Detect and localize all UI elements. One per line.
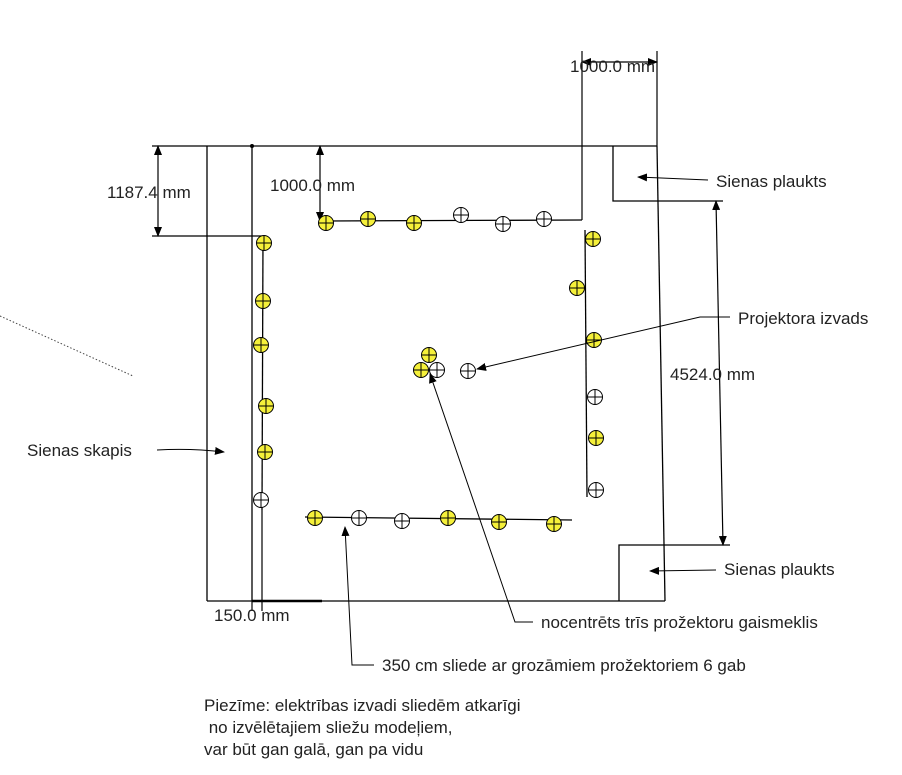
dim-top-right: 1000.0 mm <box>570 57 655 76</box>
leader-shelf-bottom <box>649 566 717 575</box>
fixture <box>586 332 602 348</box>
fixture <box>394 513 410 529</box>
fixture <box>440 510 456 526</box>
fixture <box>253 337 269 353</box>
fixture <box>588 482 604 498</box>
track-right <box>584 229 588 498</box>
leader-shelf-top <box>637 173 709 182</box>
track-bottom <box>304 516 573 521</box>
wall-shelf-bottom <box>618 544 665 601</box>
fixture <box>453 207 469 223</box>
fixture <box>360 211 376 227</box>
leader-track <box>341 526 374 666</box>
wall-shelf-top <box>612 146 659 202</box>
fixture <box>569 280 585 296</box>
track-fixtures-on <box>253 211 604 532</box>
dimension-lines <box>152 51 730 611</box>
fixture <box>253 492 269 508</box>
note: Piezīme: elektrības izvadi sliedēm atkar… <box>204 695 521 761</box>
dim-right-height: 4524.0 mm <box>670 365 755 384</box>
fixture <box>546 516 562 532</box>
note-line-3: var būt gan galā, gan pa vidu <box>204 740 424 759</box>
dim-bottom-left: 150.0 mm <box>214 606 290 625</box>
fixture-cluster <box>429 362 445 378</box>
fixture <box>495 216 511 232</box>
fixture-cluster <box>421 347 437 363</box>
dotted-guide-line <box>0 315 134 377</box>
label-wall-cabinet: Sienas skapis <box>27 441 132 460</box>
track-left <box>261 236 264 511</box>
fixture <box>587 389 603 405</box>
label-shelf-top: Sienas plaukts <box>716 172 827 191</box>
fixture <box>257 444 273 460</box>
leader-lines <box>156 173 730 666</box>
fixture <box>256 235 272 251</box>
label-track: 350 cm sliede ar grozāmiem prožektoriem … <box>382 656 746 675</box>
fixture-cluster <box>413 362 429 378</box>
leader-projector <box>476 316 730 371</box>
label-triple-fixture: nocentrēts trīs prožektoru gaismeklis <box>541 613 818 632</box>
fixture <box>588 430 604 446</box>
leader-cabinet <box>156 446 225 455</box>
note-line-1: Piezīme: elektrības izvadi sliedēm atkar… <box>204 696 521 715</box>
fixture <box>318 215 334 231</box>
track-fixtures-off <box>253 207 604 529</box>
dim-top-offset: 1000.0 mm <box>270 176 355 195</box>
fixture <box>255 293 271 309</box>
fixture <box>585 231 601 247</box>
fixture <box>307 510 323 526</box>
label-projector-outlet: Projektora izvads <box>738 309 868 328</box>
note-line-2: no izvēlētajiem sliežu modeļiem, <box>204 718 453 737</box>
dim-left-offset: 1187.4 mm <box>107 183 191 202</box>
leader-triple <box>429 373 533 623</box>
fixture <box>491 514 507 530</box>
label-shelf-bottom: Sienas plaukts <box>724 560 835 579</box>
fixture <box>258 398 274 414</box>
projector-outlet <box>460 363 476 379</box>
fixture <box>351 510 367 526</box>
fixture <box>406 215 422 231</box>
fixture <box>536 211 552 227</box>
